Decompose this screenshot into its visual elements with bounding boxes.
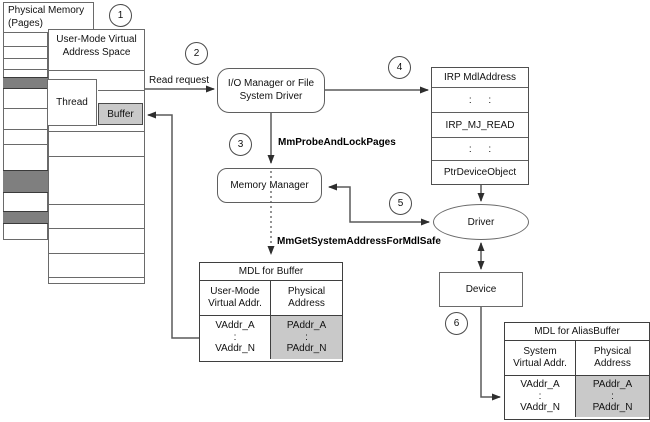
row-divider xyxy=(49,277,144,278)
step-5-number: 5 xyxy=(397,198,404,209)
mdl-buffer-title: MDL for Buffer xyxy=(200,263,342,281)
memory-manager-box: Memory Manager xyxy=(217,168,322,203)
device-label: Device xyxy=(465,284,497,295)
arrow-device-to-alias-mdl xyxy=(480,307,501,401)
step-circle-6: 6 xyxy=(445,312,468,335)
irp-row-mj-read: IRP_MJ_READ xyxy=(432,113,528,138)
driver-ellipse: Driver xyxy=(433,204,529,240)
step-circle-4: 4 xyxy=(388,56,411,79)
locked-page-cell xyxy=(3,77,48,89)
step-2-number: 2 xyxy=(193,48,200,59)
io-manager-label: I/O Manager or File System Driver xyxy=(227,78,315,102)
step-3-number: 3 xyxy=(237,139,244,150)
physical-memory-column xyxy=(3,2,48,240)
buffer-box: Buffer xyxy=(98,103,143,125)
row-divider xyxy=(49,131,144,132)
mmgetsystemaddressformdlsafe-label: MmGetSystemAddressForMdlSafe xyxy=(277,236,441,247)
step-4-number: 4 xyxy=(396,62,403,73)
page-divider xyxy=(4,46,47,47)
mdl-aliasbuffer-col1-header: System Virtual Addr. xyxy=(505,341,576,375)
mmprobeandlockpages-label: MmProbeAndLockPages xyxy=(278,137,396,148)
irp-row-ellipsis: : : xyxy=(432,88,528,113)
row-divider-partial xyxy=(98,90,144,91)
page-divider xyxy=(4,129,47,130)
page-divider xyxy=(4,108,47,109)
mdl-buffer-table: MDL for Buffer User-Mode Virtual Addr. P… xyxy=(199,262,343,362)
page-divider xyxy=(4,58,47,59)
irp-row-ptrdeviceobject: PtrDeviceObject xyxy=(443,167,517,178)
step-circle-2: 2 xyxy=(185,42,208,65)
mdl-buffer-physical-cell: PAddr_A : PAddr_N xyxy=(271,316,342,359)
mdl-aliasbuffer-virtual-cell: VAddr_A : VAddr_N xyxy=(505,376,576,417)
row-divider xyxy=(49,228,144,229)
read-request-label: Read request xyxy=(149,75,210,86)
page-divider xyxy=(4,144,47,145)
locked-page-cell xyxy=(3,170,48,193)
irp-table: IRP MdlAddress : : IRP_MJ_READ : : PtrDe… xyxy=(431,67,529,185)
mdl-aliasbuffer-physical-cell: PAddr_A : PAddr_N xyxy=(576,376,649,417)
step-circle-3: 3 xyxy=(229,133,252,156)
device-box: Device xyxy=(439,272,523,307)
thread-label: Thread xyxy=(56,97,88,108)
mdl-aliasbuffer-title: MDL for AliasBuffer xyxy=(505,323,649,341)
memory-manager-label: Memory Manager xyxy=(230,180,309,191)
irp-row-ellipsis: : : xyxy=(432,138,528,161)
mdl-buffer-virtual-cell: VAddr_A : VAddr_N xyxy=(200,316,271,359)
mdl-buffer-col1-header: User-Mode Virtual Addr. xyxy=(200,281,271,315)
arrow-driver-to-memory-manager xyxy=(328,183,351,206)
irp-row-mdladdress: IRP MdlAddress xyxy=(432,68,528,88)
mdl-aliasbuffer-table: MDL for AliasBuffer System Virtual Addr.… xyxy=(504,322,650,420)
step-6-number: 6 xyxy=(453,318,460,329)
row-divider xyxy=(49,253,144,254)
mdl-buffer-col2-header: Physical Address xyxy=(287,285,326,310)
locked-page-cell xyxy=(3,211,48,224)
arrow-mdl-to-buffer xyxy=(147,111,199,339)
physical-memory-label-box: Physical Memory (Pages) xyxy=(3,2,94,33)
row-divider xyxy=(49,70,144,71)
user-mode-label: User-Mode Virtual Address Space xyxy=(56,34,137,58)
buffer-label: Buffer xyxy=(107,108,134,120)
step-circle-1: 1 xyxy=(109,4,132,27)
mdl-aliasbuffer-col2-header: Physical Address xyxy=(593,345,632,370)
step-1-number: 1 xyxy=(117,10,124,21)
user-mode-column: User-Mode Virtual Address Space xyxy=(48,29,145,284)
physical-memory-label: Physical Memory (Pages) xyxy=(8,5,85,29)
driver-label: Driver xyxy=(467,216,495,228)
row-divider xyxy=(49,204,144,205)
thread-box: Thread xyxy=(47,79,97,126)
page-divider xyxy=(4,69,47,70)
io-manager-box: I/O Manager or File System Driver xyxy=(217,68,325,113)
row-divider xyxy=(49,156,144,157)
step-circle-5: 5 xyxy=(389,192,412,215)
